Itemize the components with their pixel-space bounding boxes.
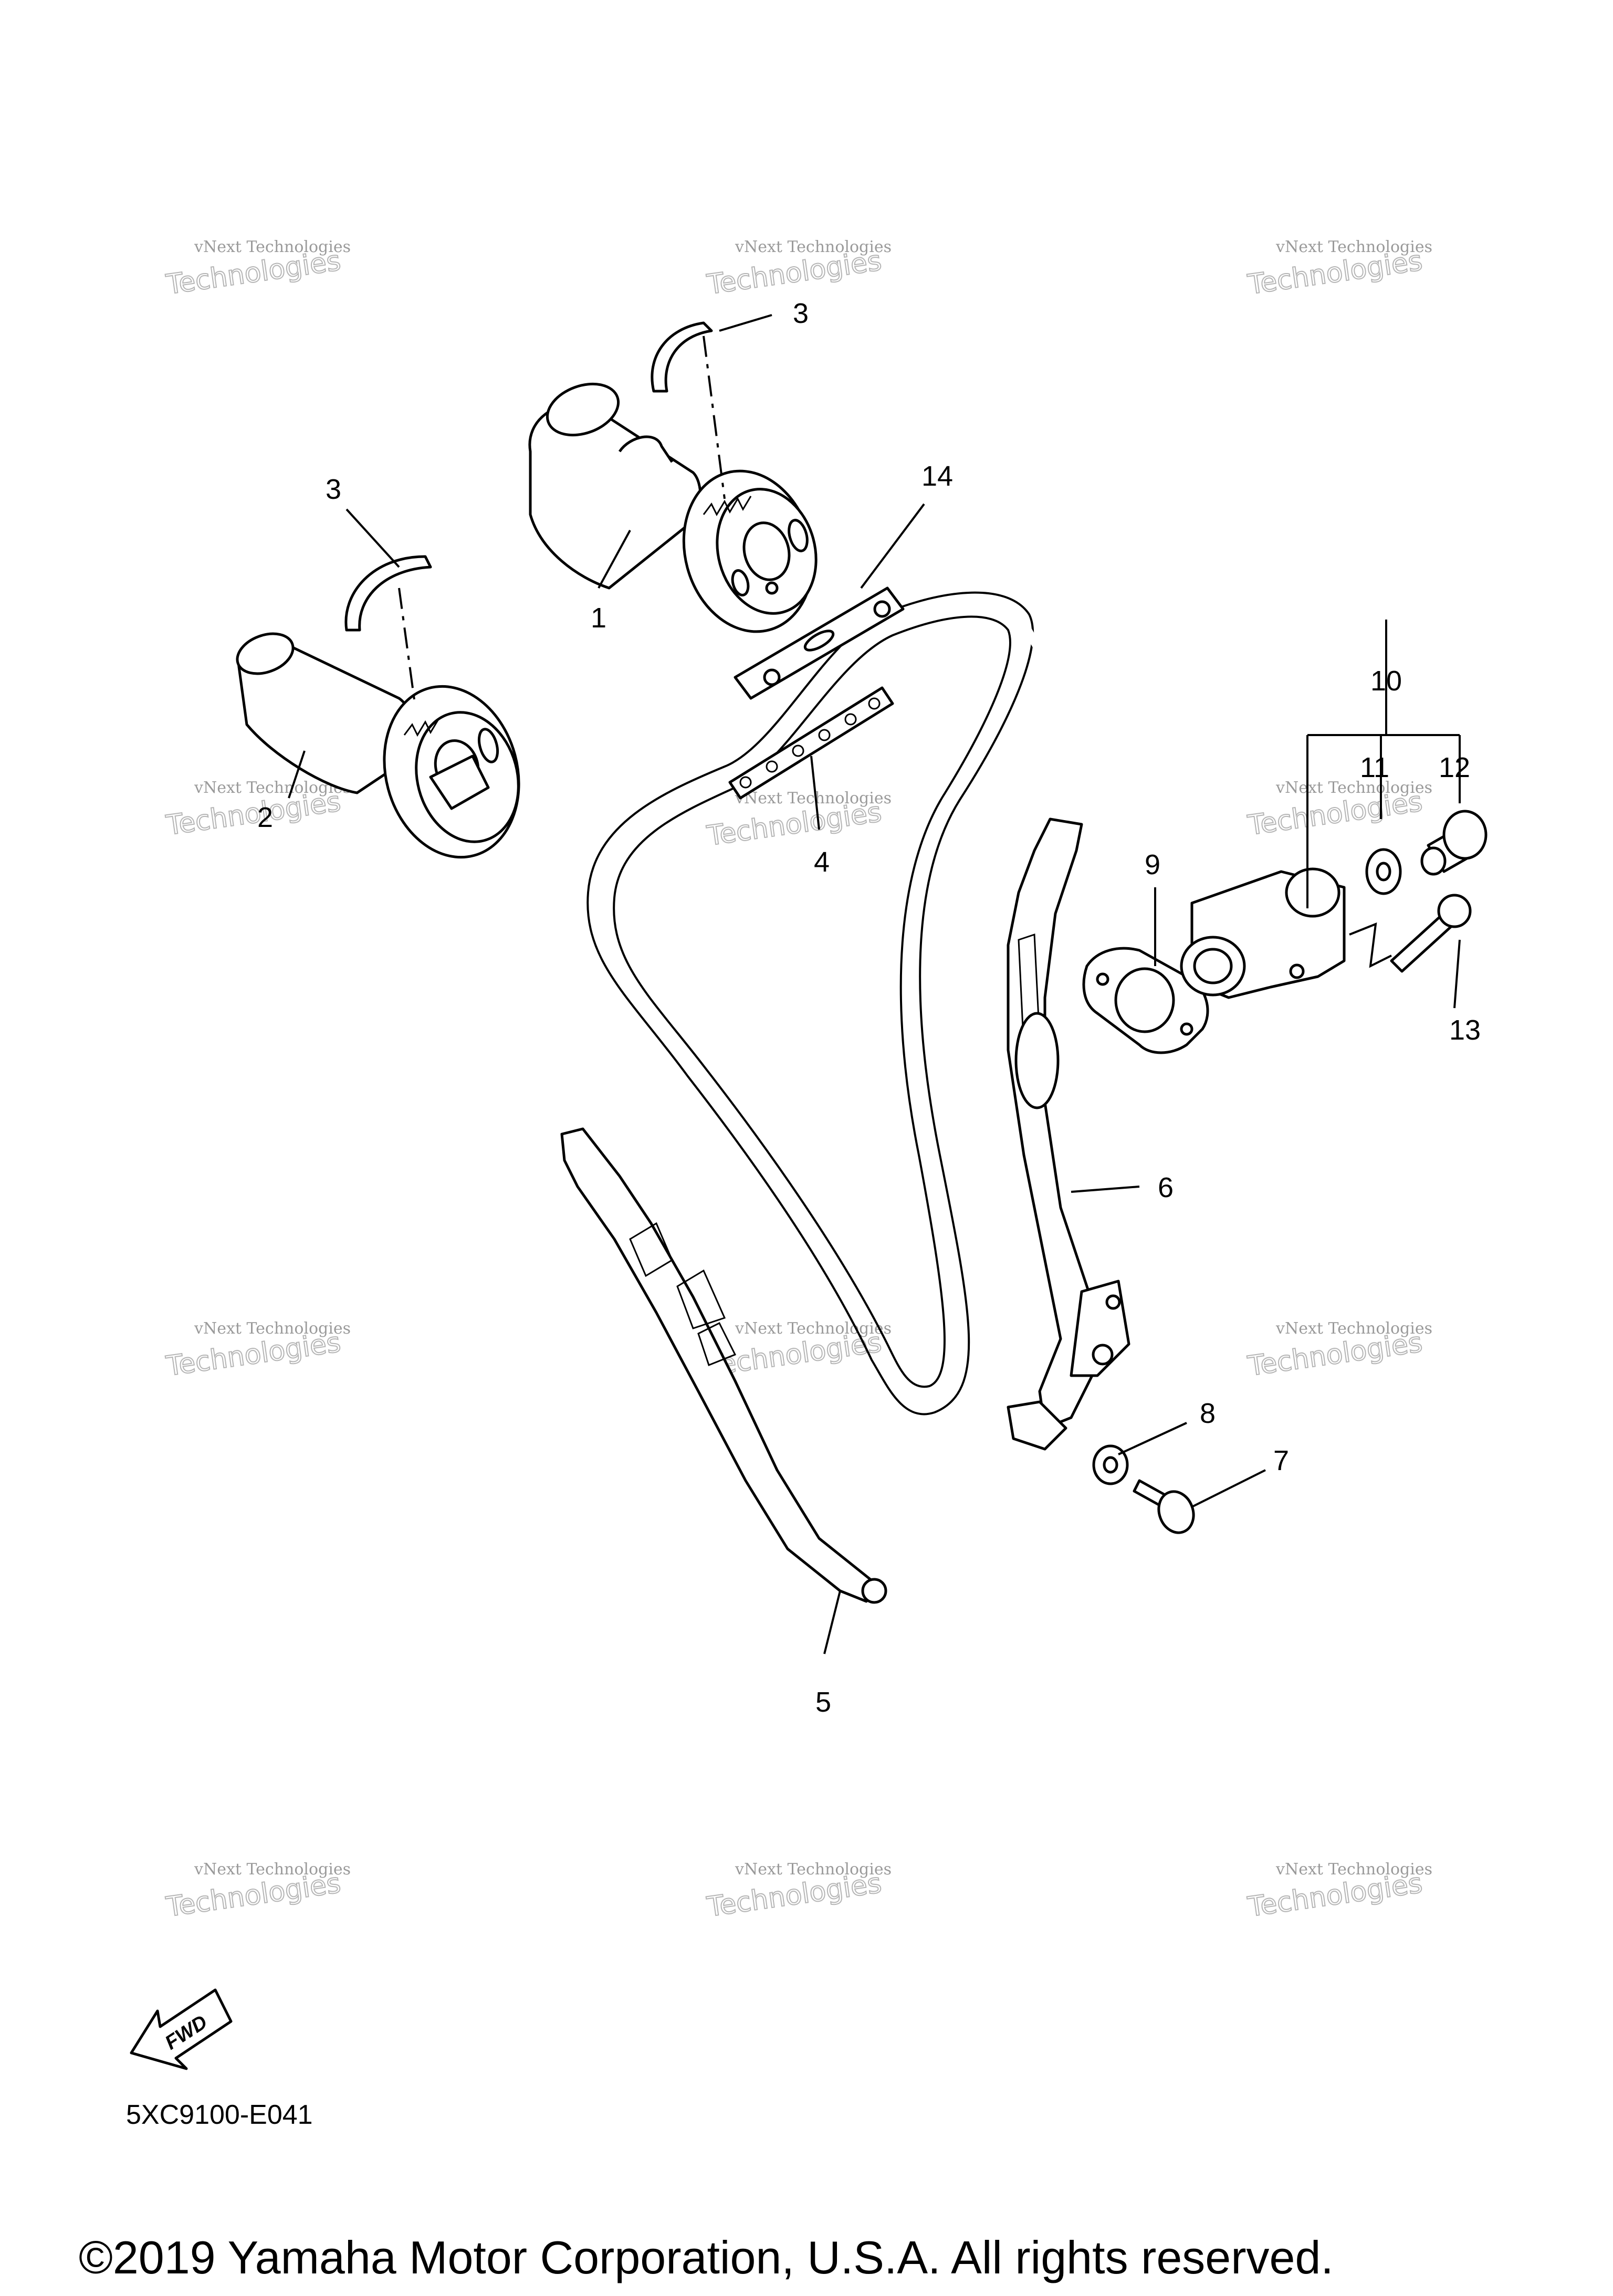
callout-12: 12 [1439, 752, 1470, 783]
clip-3-upper [651, 321, 726, 499]
watermark-text: vNext Technologies [194, 1319, 351, 1338]
watermark-top-left: vNext Technologies Technologies [163, 238, 351, 301]
chain-guide-14 [734, 586, 905, 700]
chain-guide-5 [560, 1127, 887, 1604]
callout-3-upper: 3 [793, 298, 809, 329]
washer-11 [1365, 848, 1402, 895]
callout-8: 8 [1200, 1398, 1216, 1429]
callout-3-lower: 3 [326, 474, 341, 505]
watermark-mid-right: vNext Technologies Technologies [1245, 779, 1432, 842]
watermark-text: vNext Technologies [735, 238, 892, 256]
watermark-text: vNext Technologies [194, 1860, 351, 1879]
gasket-9 [1082, 947, 1209, 1054]
watermark-top-right: vNext Technologies Technologies [1245, 238, 1432, 301]
callout-6: 6 [1158, 1172, 1174, 1203]
watermark-text: vNext Technologies [194, 238, 351, 256]
watermark-bottom-center: vNext Technologies Technologies [704, 1860, 892, 1924]
watermark-text: vNext Technologies [1275, 238, 1432, 256]
tensioner-guide-6 [1007, 817, 1130, 1451]
callout-11: 11 [1360, 752, 1389, 783]
washer-8 [1092, 1444, 1129, 1485]
chain-links-4 [728, 686, 894, 800]
cap-bolt-12 [1420, 810, 1488, 876]
leader-lines [288, 314, 1461, 1654]
watermark-text: vNext Technologies [735, 1319, 892, 1338]
watermark-lower-left: vNext Technologies Technologies [163, 1319, 351, 1383]
watermark-text: vNext Technologies [1275, 779, 1432, 797]
callout-10: 10 [1370, 665, 1402, 697]
watermark-top-center: vNext Technologies Technologies [704, 238, 892, 301]
callouts: 1 2 3 3 4 5 6 7 8 9 10 11 12 13 14 [257, 298, 1481, 1718]
callout-4: 4 [814, 846, 830, 878]
bolt-13 [1390, 894, 1472, 973]
tensioner-assembly-10 [1180, 734, 1461, 999]
camshaft-1 [528, 382, 818, 633]
bolt-7 [1133, 1479, 1195, 1534]
callout-7: 7 [1273, 1445, 1289, 1476]
watermark-text: vNext Technologies [1275, 1860, 1432, 1879]
watermarks: vNext Technologies Technologies vNext Te… [163, 238, 1432, 1924]
figure-code: 5XC9100-E041 [126, 2100, 313, 2130]
watermark-mid-center: vNext Technologies Technologies [704, 789, 892, 853]
watermark-text: vNext Technologies [735, 1860, 892, 1879]
callout-2: 2 [257, 802, 273, 833]
callout-5: 5 [815, 1686, 831, 1718]
watermark-text: vNext Technologies [1275, 1319, 1432, 1338]
callout-1: 1 [591, 602, 606, 634]
callout-14: 14 [921, 460, 953, 492]
watermark-lower-right: vNext Technologies Technologies [1245, 1319, 1432, 1383]
callout-13: 13 [1449, 1014, 1481, 1046]
watermark-bottom-right: vNext Technologies Technologies [1245, 1860, 1432, 1924]
clip-3-lower [344, 555, 432, 704]
callout-9: 9 [1145, 849, 1160, 880]
camshaft-2 [236, 632, 520, 859]
watermark-bottom-left: vNext Technologies Technologies [163, 1860, 351, 1924]
copyright-notice: ©2019 Yamaha Motor Corporation, U.S.A. A… [79, 2231, 1334, 2283]
watermark-text: vNext Technologies [735, 789, 892, 808]
timing-chain [586, 591, 1043, 1416]
fwd-arrow: FWD [130, 1988, 233, 2070]
